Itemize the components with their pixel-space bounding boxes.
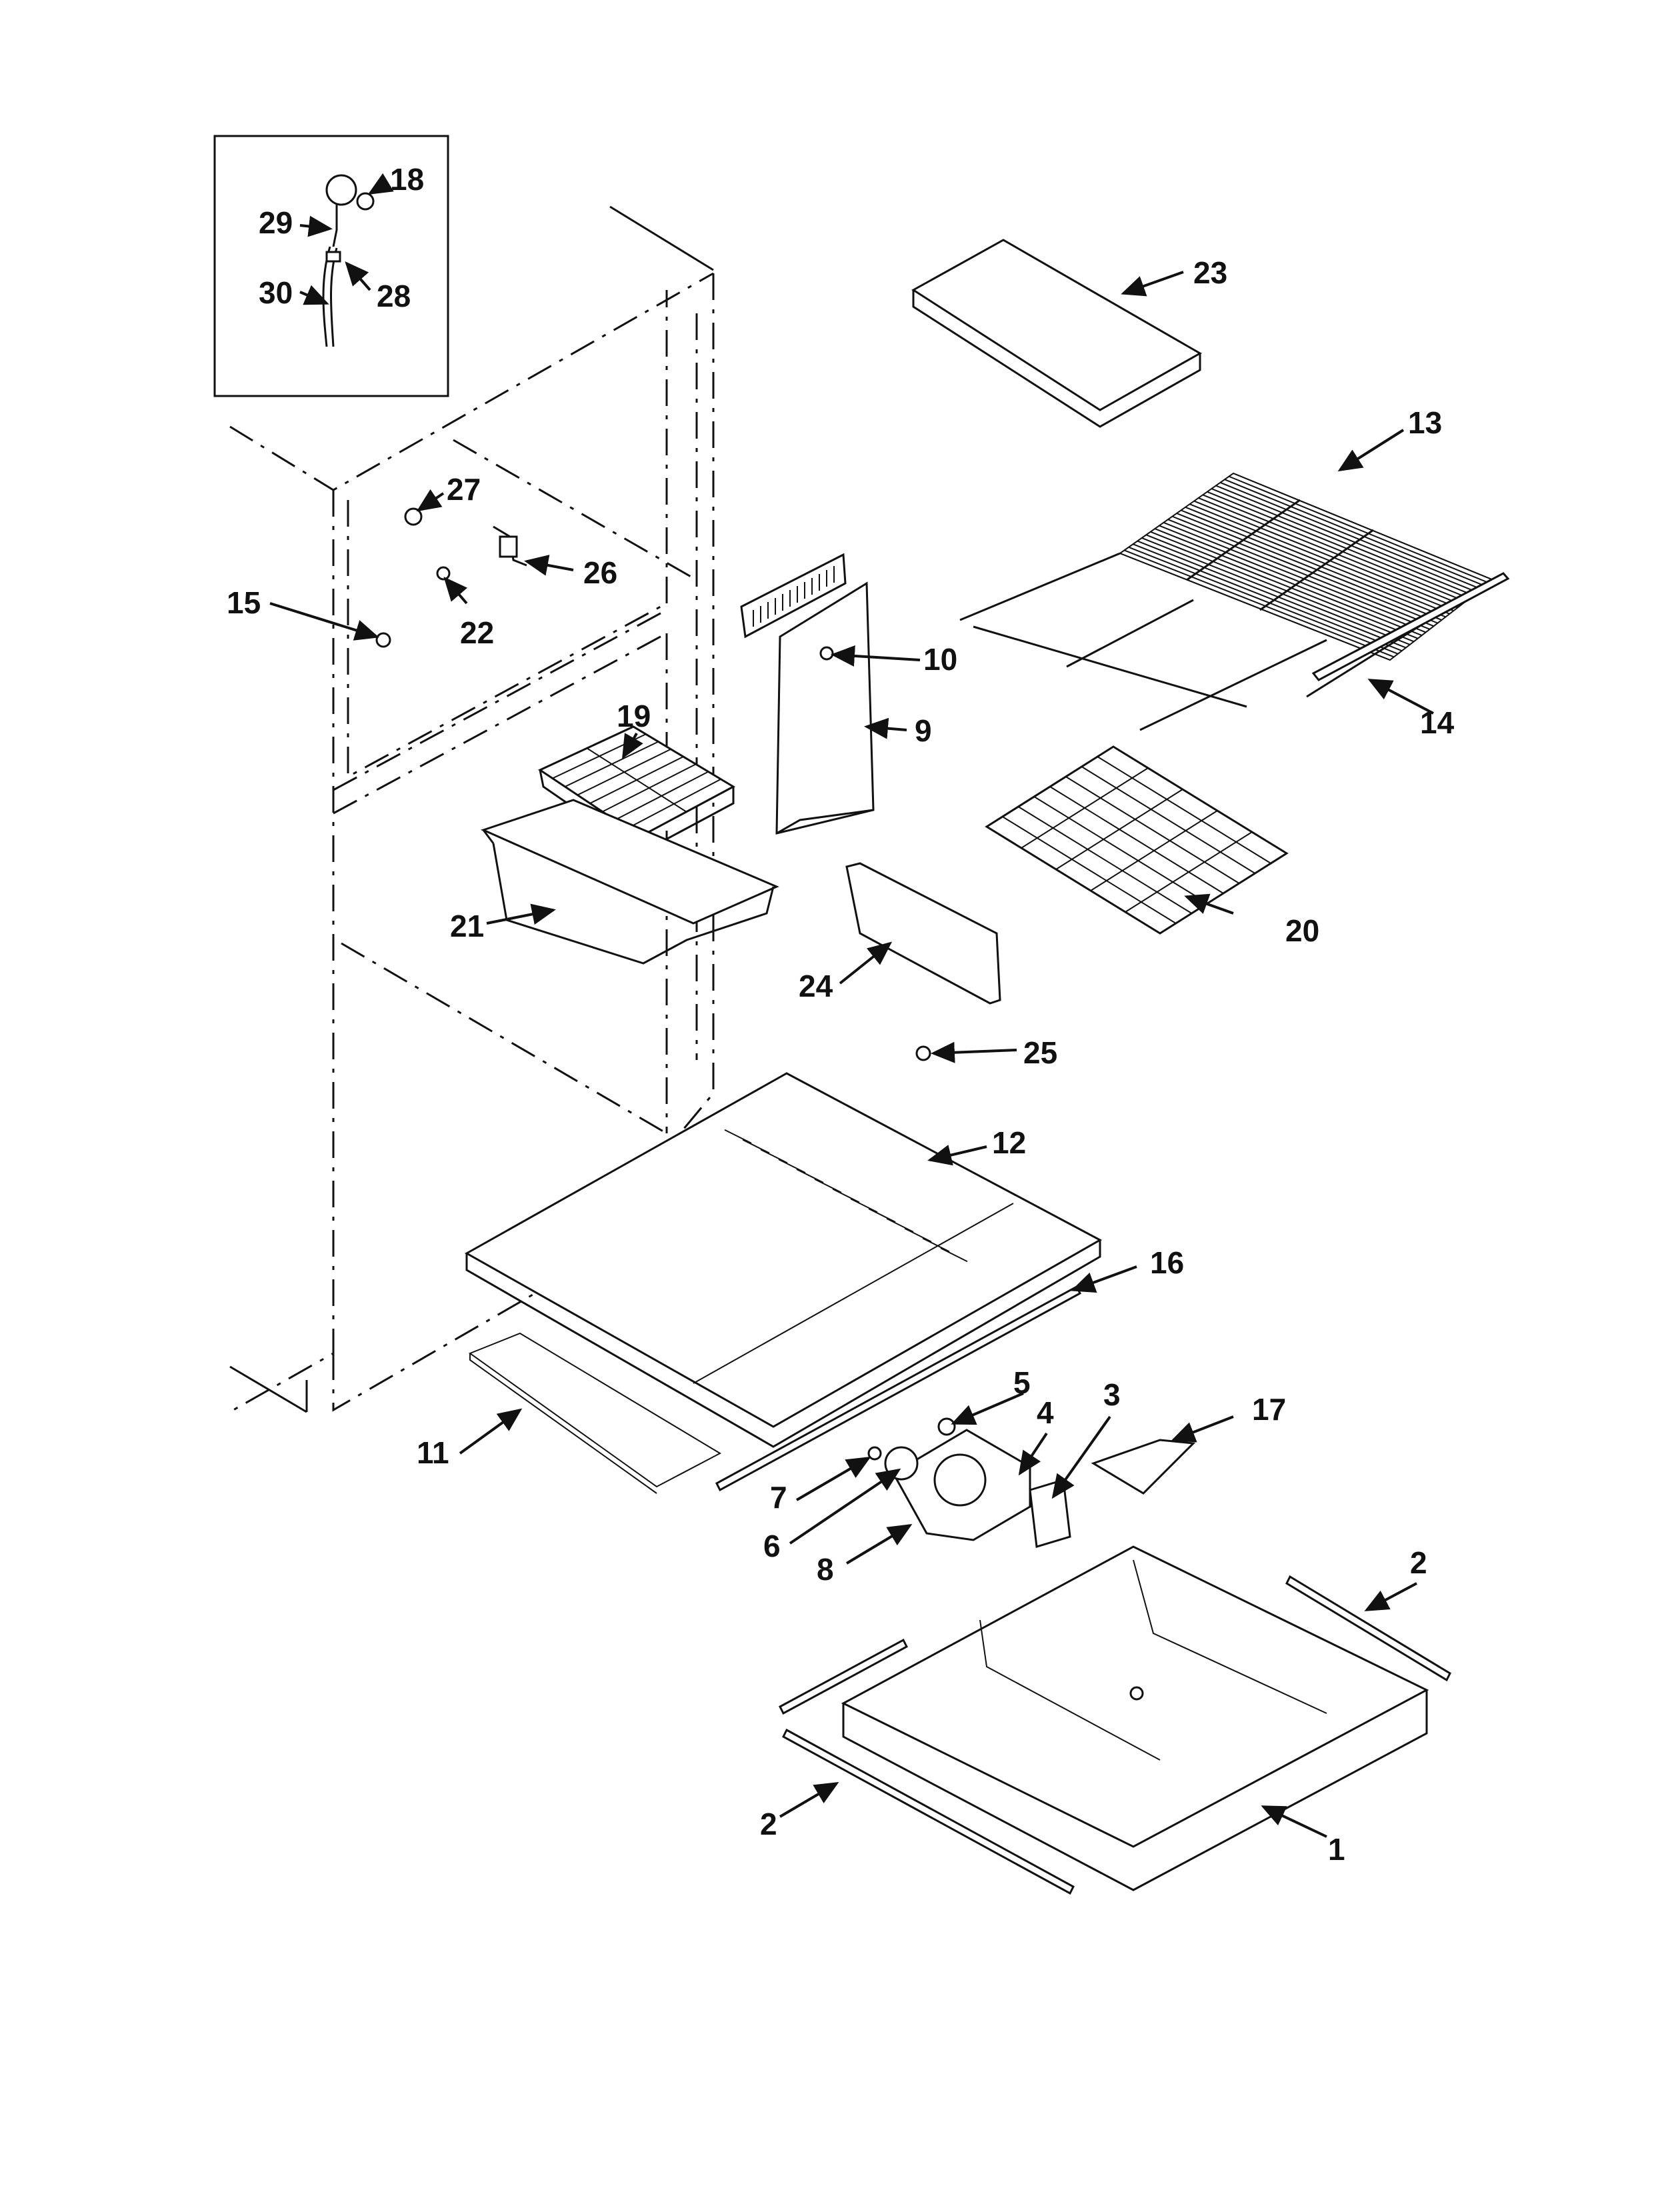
leader-8 [845, 1523, 913, 1565]
leader-10 [831, 645, 921, 667]
part-17-wedge [1091, 1439, 1196, 1495]
leader-20 [1184, 893, 1234, 915]
callout-21: 21 [450, 909, 484, 943]
callout-26: 26 [583, 555, 617, 590]
part-9-air-duct [740, 553, 875, 835]
callout-28: 28 [377, 279, 411, 313]
callout-30: 30 [259, 275, 293, 310]
leader-21 [486, 903, 556, 925]
part-24-plate [845, 862, 1001, 1061]
callout-18: 18 [390, 162, 424, 197]
callout-10: 10 [923, 642, 957, 677]
part-2-rails [779, 1575, 1451, 1895]
callout-13: 13 [1408, 405, 1442, 440]
callout-2b: 2 [1410, 1545, 1427, 1580]
part-23-cover [911, 239, 1203, 428]
leader-lines [269, 173, 1434, 1838]
leader-6 [789, 1468, 901, 1545]
callout-3: 3 [1103, 1377, 1121, 1412]
leader-22 [443, 576, 468, 605]
callout-24: 24 [799, 969, 833, 1003]
callout-4: 4 [1037, 1395, 1054, 1430]
callout-23: 23 [1193, 255, 1227, 290]
callout-14: 14 [1420, 705, 1455, 740]
callout-9: 9 [915, 713, 932, 748]
leader-2a [779, 1781, 839, 1818]
callout-22: 22 [460, 615, 494, 650]
leader-24 [839, 941, 893, 985]
callout-11: 11 [417, 1435, 449, 1470]
leader-16 [1071, 1265, 1137, 1293]
callout-27: 27 [447, 472, 481, 507]
callout-5: 5 [1013, 1365, 1031, 1400]
leader-17 [1171, 1415, 1234, 1443]
part-11-sheet [468, 1332, 722, 1494]
leader-19 [622, 733, 643, 759]
leader-26 [524, 555, 574, 576]
part-14-trim [1311, 572, 1510, 681]
callout-16: 16 [1150, 1245, 1184, 1280]
callout-1: 1 [1328, 1832, 1345, 1867]
callout-7: 7 [770, 1480, 787, 1515]
part-20-grille [985, 745, 1289, 935]
leader-9 [864, 717, 907, 739]
leader-27 [416, 489, 445, 512]
callout-6: 6 [763, 1529, 781, 1563]
leader-2b [1364, 1582, 1417, 1611]
fan-assembly [867, 1417, 1071, 1548]
callout-20: 20 [1285, 913, 1319, 948]
part-1-base-pan [841, 1545, 1429, 1891]
leader-3 [1051, 1415, 1111, 1499]
leader-15 [269, 602, 379, 641]
inset-detail [213, 135, 449, 397]
leader-18 [367, 173, 394, 195]
leader-7 [795, 1456, 871, 1501]
part-13-wire-shelf [959, 472, 1495, 731]
callout-12: 12 [992, 1125, 1026, 1160]
leader-23 [1121, 271, 1184, 297]
leader-29 [299, 215, 333, 237]
part-21-ice-bin [480, 799, 779, 965]
callout-labels: 1 2 2 3 4 5 6 7 8 9 10 11 12 13 14 15 16… [227, 162, 1455, 1867]
leader-1 [1261, 1805, 1327, 1838]
leader-11 [459, 1408, 523, 1455]
callout-8: 8 [817, 1552, 834, 1587]
callout-29: 29 [259, 205, 293, 240]
callout-17: 17 [1252, 1392, 1286, 1427]
part-16-rail [715, 1285, 1081, 1492]
callout-15: 15 [227, 585, 261, 620]
leader-4 [1018, 1432, 1048, 1476]
callout-19: 19 [617, 699, 651, 733]
leader-12 [927, 1145, 987, 1166]
leader-25 [931, 1041, 1017, 1063]
leader-14 [1367, 679, 1434, 715]
leader-30 [299, 285, 329, 305]
leader-13 [1337, 429, 1405, 472]
small-hardware [375, 507, 527, 648]
callout-2a: 2 [760, 1807, 777, 1841]
leader-28 [345, 261, 371, 291]
callout-25: 25 [1023, 1035, 1057, 1070]
leader-5 [951, 1392, 1024, 1425]
